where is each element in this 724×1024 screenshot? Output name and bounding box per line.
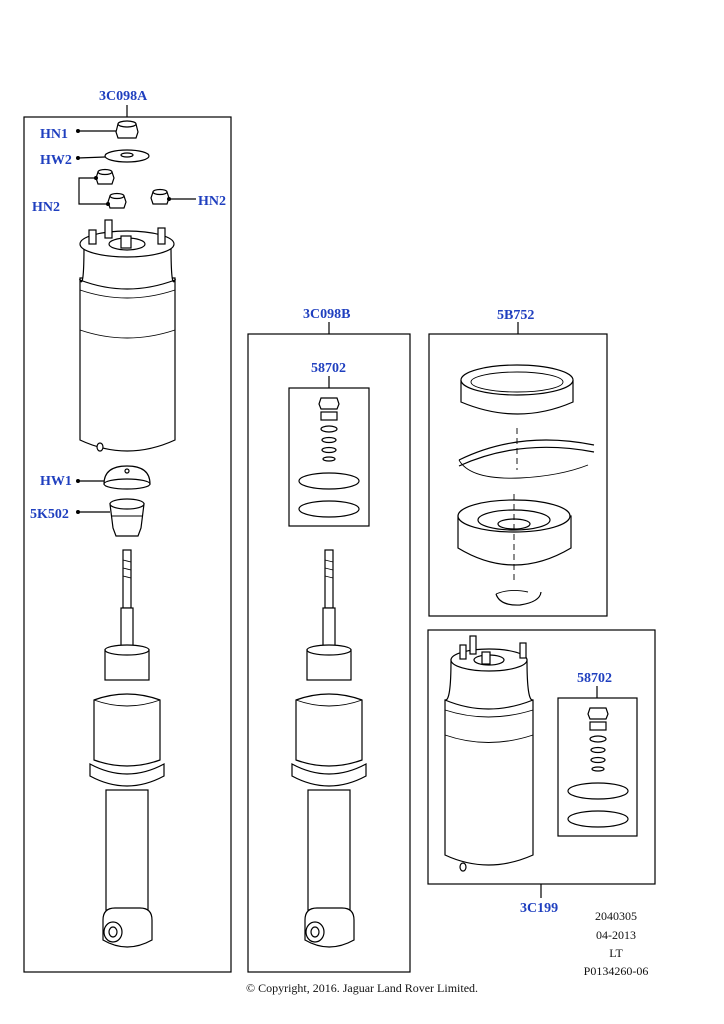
label-hn1[interactable]: HN1 xyxy=(40,127,68,142)
label-3c199[interactable]: 3C199 xyxy=(520,901,559,916)
top-mount-5b752 xyxy=(457,364,595,606)
ref-date: 04-2013 xyxy=(596,928,636,942)
label-hw2[interactable]: HW2 xyxy=(40,153,72,168)
nut-hn2-left xyxy=(78,168,127,209)
air-spring-3c199 xyxy=(444,635,534,872)
label-58702-mid[interactable]: 58702 xyxy=(311,361,346,376)
label-hn2-left[interactable]: HN2 xyxy=(32,200,60,215)
seal-kit-58702-mid xyxy=(298,397,360,518)
label-hn2-right[interactable]: HN2 xyxy=(198,194,226,209)
ref-code: 2040305 xyxy=(595,909,637,923)
ref-part: P0134260-06 xyxy=(583,964,649,978)
washer-hw2 xyxy=(76,149,150,163)
bump-stop-5k502 xyxy=(76,498,145,537)
label-3c098a[interactable]: 3C098A xyxy=(99,89,148,104)
label-5b752[interactable]: 5B752 xyxy=(497,308,535,323)
label-hw1[interactable]: HW1 xyxy=(40,474,72,489)
damper-3c098b xyxy=(291,549,367,948)
label-3c098b[interactable]: 3C098B xyxy=(303,307,351,322)
nut-hn1 xyxy=(76,120,139,139)
label-58702-right[interactable]: 58702 xyxy=(577,671,612,686)
cap-hw1 xyxy=(76,465,151,490)
seal-kit-58702-right xyxy=(567,707,629,828)
label-5k502[interactable]: 5K502 xyxy=(30,507,69,522)
nut-hn2-right xyxy=(150,188,196,205)
air-spring-3c098a xyxy=(78,219,177,452)
copyright-notice: © Copyright, 2016. Jaguar Land Rover Lim… xyxy=(245,981,479,995)
damper-left xyxy=(89,549,165,948)
ref-region: LT xyxy=(609,946,623,960)
